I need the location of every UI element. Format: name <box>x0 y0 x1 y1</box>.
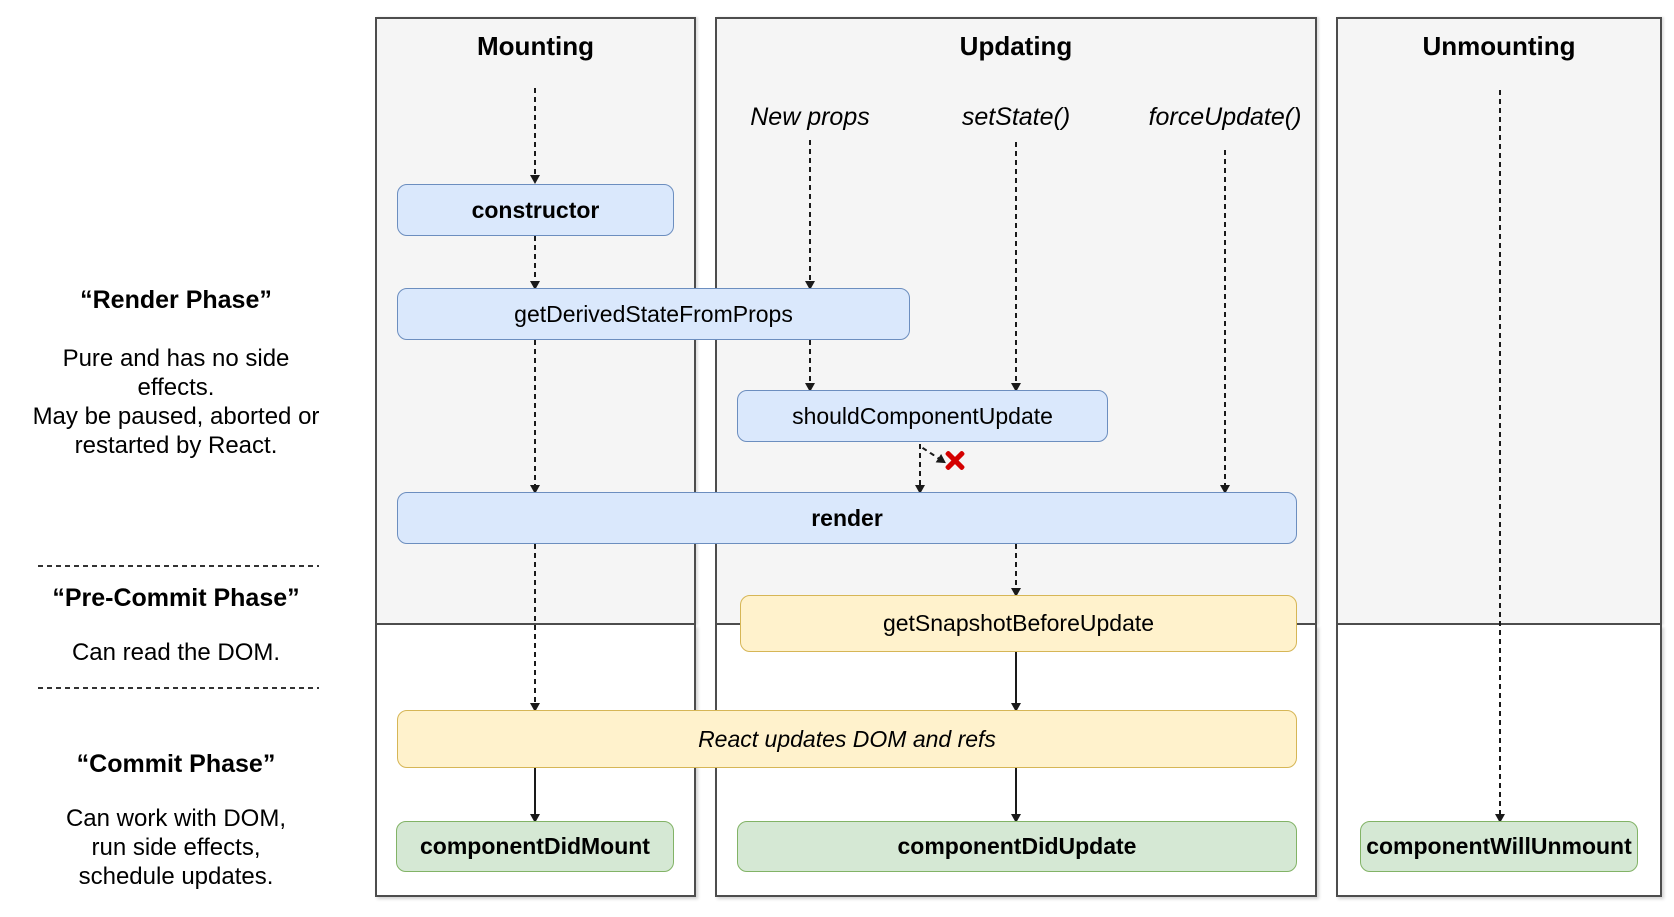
phase-desc-render-line3: restarted by React. <box>74 432 278 459</box>
phase-divider-top <box>38 565 319 567</box>
trigger-label-setstate: setState() <box>961 103 1071 131</box>
lifecycle-box-componentwillunmount: componentWillUnmount <box>1360 821 1638 872</box>
arrow-forceupdate-to-render <box>1220 150 1230 494</box>
column-title-mounting: Mounting <box>477 31 594 61</box>
trigger-label-forceupdate: forceUpdate() <box>1148 103 1302 131</box>
arrow-shouldupdate-to-render <box>915 444 925 494</box>
arrow-render-to-reactupdates <box>530 544 540 712</box>
lifecycle-box-render: render <box>397 492 1297 544</box>
react-updates-dom-box: React updates DOM and refs <box>397 710 1297 768</box>
phase-desc-pre-commit: Can read the DOM. <box>26 638 326 667</box>
phase-divider-bottom <box>38 687 319 689</box>
lifecycle-box-componentdidmount: componentDidMount <box>396 821 674 872</box>
phase-title-commit: “Commit Phase” <box>76 750 276 778</box>
arrow-reactupdates-to-didmount <box>530 768 540 823</box>
arrow-unmounting-to-willunmount <box>1495 90 1505 823</box>
arrow-constructor-to-getderived <box>530 236 540 290</box>
lifecycle-box-getsnapshotbeforeupdate: getSnapshotBeforeUpdate <box>740 595 1297 652</box>
reject-x-icon <box>944 449 966 471</box>
lifecycle-box-getderivedstatefromprops: getDerivedStateFromProps <box>397 288 910 340</box>
phase-desc-commit: Can work with DOM, run side effects, sch… <box>26 804 326 891</box>
arrow-mounting-start <box>530 88 540 184</box>
arrow-getderived-to-shouldupdate <box>805 340 815 392</box>
lifecycle-box-shouldcomponentupdate: shouldComponentUpdate <box>737 390 1108 442</box>
arrow-render-to-getsnapshot <box>1011 544 1021 597</box>
phase-desc-commit-line3: schedule updates. <box>78 863 274 890</box>
phase-desc-render: Pure and has no side effects. May be pau… <box>26 344 326 460</box>
lifecycle-box-componentdidupdate: componentDidUpdate <box>737 821 1297 872</box>
lifecycle-box-constructor: constructor <box>397 184 674 236</box>
arrow-reactupdates-to-didupdate <box>1011 768 1021 823</box>
arrow-getsnapshot-to-reactupdates <box>1011 651 1021 712</box>
column-title-updating: Updating <box>959 31 1073 61</box>
phase-desc-render-line1: Pure and has no side effects. <box>62 345 290 401</box>
arrow-getderived-to-render <box>530 340 540 494</box>
arrow-setstate-to-shouldupdate <box>1011 142 1021 392</box>
phase-desc-pre-commit-line1: Can read the DOM. <box>71 639 281 666</box>
arrow-newprops-to-getderived <box>805 140 815 290</box>
phase-desc-commit-line2: run side effects, <box>91 834 261 861</box>
column-title-unmounting: Unmounting <box>1422 31 1576 61</box>
phase-desc-render-line2: May be paused, aborted or <box>32 403 320 430</box>
phase-title-render: “Render Phase” <box>80 286 272 314</box>
trigger-label-new-props: New props <box>750 103 870 131</box>
phase-desc-commit-line1: Can work with DOM, <box>65 805 287 832</box>
phase-title-pre-commit: “Pre-Commit Phase” <box>52 584 300 612</box>
